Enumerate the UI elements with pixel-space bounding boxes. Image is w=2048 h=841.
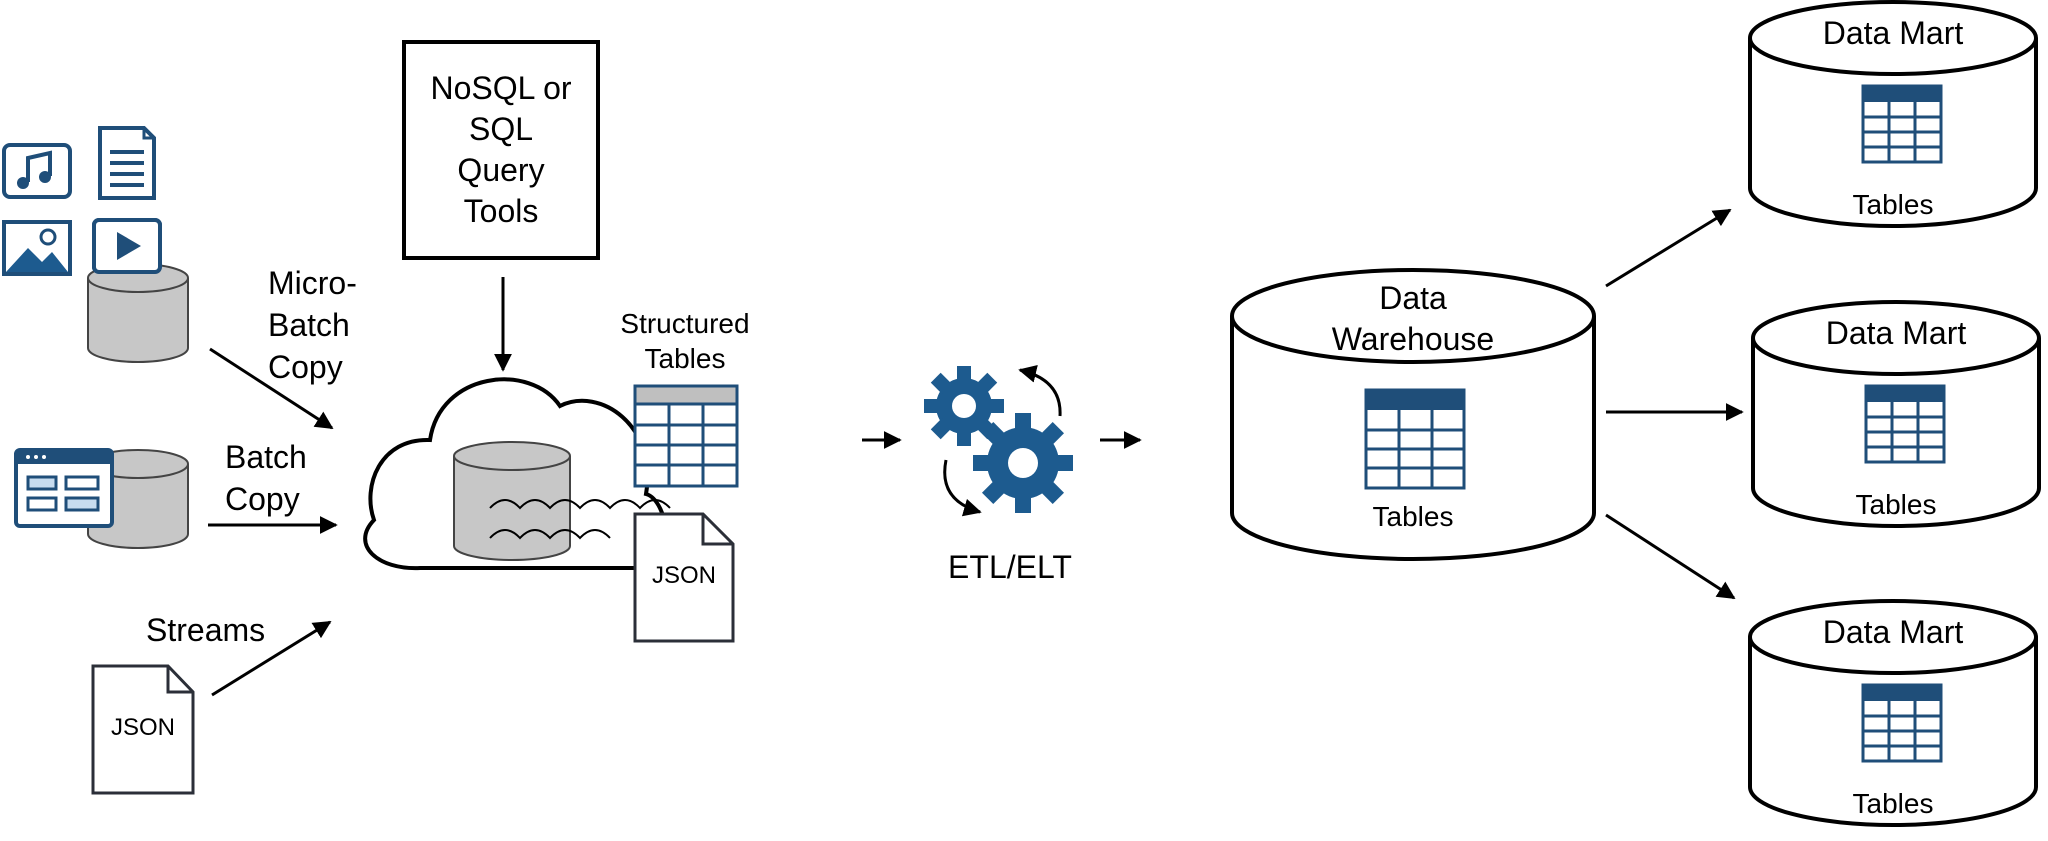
data-warehouse-title: Data Warehouse: [1331, 280, 1495, 357]
query-tools-label: NoSQL or SQL Query Tools: [430, 70, 572, 229]
data-mart-title: Data Mart: [1825, 315, 1967, 351]
micro-batch-arrow: [209, 347, 334, 430]
etl-label: ETL/ELT: [948, 549, 1072, 585]
database-icon: [87, 263, 189, 363]
micro-batch-label: Micro- Batch Copy: [268, 265, 357, 385]
data-mart-title: Data Mart: [1822, 15, 1964, 51]
image-file-icon: [2, 220, 72, 276]
application-window-icon: [14, 448, 114, 528]
video-file-icon-overlay: [92, 218, 162, 274]
json-file-icon: [91, 664, 195, 795]
music-file-icon: [2, 143, 72, 199]
to-mart-arrow: [1605, 208, 1732, 288]
data-lake-database: [453, 441, 571, 561]
streams-arrow: [211, 620, 332, 697]
lake-json-label: JSON: [651, 562, 716, 589]
mart-table-icon: [1861, 84, 1943, 164]
water-waves: [489, 499, 671, 540]
mart-tables-label: Tables: [1855, 489, 1937, 520]
mart-table-icon: [1864, 384, 1946, 464]
gear-icon: [924, 366, 1004, 446]
streams-label: Streams: [146, 612, 266, 648]
warehouse-tables-label: Tables: [1372, 501, 1454, 532]
json-file-icon: [633, 512, 735, 643]
mart-table-icon: [1861, 683, 1943, 763]
gear-icon: [973, 413, 1073, 513]
structured-tables-label: Structured Tables: [620, 308, 750, 374]
stream-json-label: JSON: [110, 714, 175, 741]
mart-tables-label: Tables: [1852, 189, 1934, 220]
text-document-icon: [98, 126, 156, 200]
to-mart-arrow: [1605, 513, 1736, 600]
data-mart-title: Data Mart: [1822, 614, 1964, 650]
mart-tables-label: Tables: [1852, 788, 1934, 819]
warehouse-table-icon: [1364, 388, 1466, 490]
query-tools-box: [402, 40, 600, 260]
cycle-arrow-icon: [1018, 365, 1062, 417]
batch-copy-label: Batch Copy: [225, 439, 307, 517]
structured-tables-icon: [633, 384, 739, 488]
cycle-arrow-icon: [943, 459, 982, 517]
